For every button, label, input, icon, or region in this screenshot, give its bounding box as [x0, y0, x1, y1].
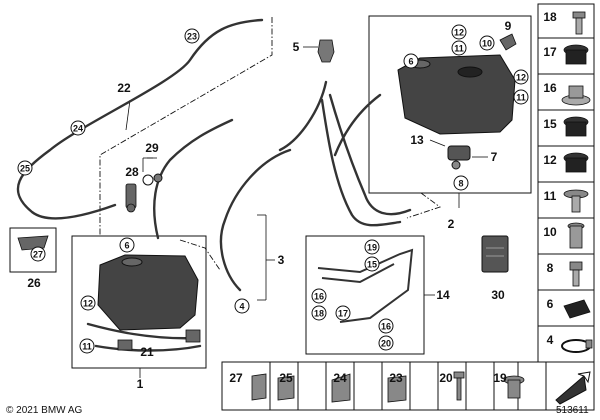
callout-15: 15	[364, 256, 380, 272]
row-label-23: 23	[389, 371, 403, 385]
callout-27: 27	[30, 246, 46, 262]
row-label-25: 25	[279, 371, 293, 385]
rivet-nut-10-icon	[567, 222, 585, 249]
clip-23-row-icon	[387, 375, 407, 403]
callout-18: 18	[311, 305, 327, 321]
callout-19: 19	[364, 239, 380, 255]
frame-parts-row	[221, 361, 547, 411]
callout-6-left: 6	[119, 237, 135, 253]
label-3: 3	[277, 253, 285, 267]
clip-9-shape	[499, 33, 517, 51]
row-label-20: 20	[439, 371, 453, 385]
label-26: 26	[27, 276, 41, 290]
label-2: 2	[447, 217, 455, 231]
frame-tank-assembly-1	[71, 235, 207, 369]
callout-12-right: 12	[513, 69, 529, 85]
callout-24: 24	[70, 120, 86, 136]
clip-24-row-icon	[331, 373, 351, 403]
label-30: 30	[491, 288, 505, 302]
group-callout-leaders	[125, 46, 488, 378]
label-9: 9	[504, 19, 512, 33]
clamp-4-icon	[561, 339, 593, 353]
group-frames	[9, 3, 595, 411]
copyright-text: © 2021 BMW AG	[6, 405, 83, 416]
group-leaders	[99, 17, 441, 271]
control-unit-30-shape	[481, 235, 509, 273]
label-14: 14	[436, 288, 450, 302]
callout-8: 8	[453, 175, 469, 191]
callout-12-right-top: 12	[451, 24, 467, 40]
row-part-icons	[251, 371, 525, 403]
callout-23: 23	[184, 28, 200, 44]
callout-16-bottom: 16	[378, 318, 394, 334]
grommet-17-icon	[563, 44, 589, 65]
column-label-6: 6	[546, 297, 554, 311]
column-label-11: 11	[543, 189, 557, 203]
label-7: 7	[490, 150, 498, 164]
row-label-19: 19	[493, 371, 507, 385]
column-label-16: 16	[543, 81, 557, 95]
column-label-10: 10	[543, 225, 557, 239]
row-label-27: 27	[229, 371, 243, 385]
callout-11-left: 11	[79, 338, 95, 354]
bolt-20-row-icon	[453, 371, 465, 401]
connector-5-shape	[317, 39, 335, 63]
label-21: 21	[140, 345, 154, 359]
tank-2-shape	[397, 54, 516, 135]
callout-12-left: 12	[80, 295, 96, 311]
grommet-15-icon	[563, 116, 589, 137]
seal-29-shape	[142, 173, 163, 186]
pad-6-icon	[563, 299, 591, 319]
label-22: 22	[117, 81, 131, 95]
label-29: 29	[145, 141, 159, 155]
column-label-17: 17	[543, 45, 557, 59]
frame-arrow-tile	[545, 361, 595, 411]
sensor-28-shape	[125, 183, 137, 213]
callout-4: 4	[234, 298, 250, 314]
bolt-18-icon	[572, 11, 586, 35]
bolt-11-icon	[563, 189, 589, 213]
connector-21-shape	[117, 329, 201, 351]
column-part-icons	[561, 11, 593, 353]
label-5: 5	[292, 40, 300, 54]
bolt-8-icon	[569, 261, 583, 287]
callout-11-right-top: 11	[451, 40, 467, 56]
label-1: 1	[136, 377, 144, 391]
nut-16-icon	[561, 85, 591, 106]
column-label-18: 18	[543, 10, 557, 24]
callout-11-right: 11	[513, 89, 529, 105]
callout-16-top: 16	[311, 288, 327, 304]
pump-7-shape	[447, 145, 471, 170]
frame-clip-26	[9, 227, 57, 273]
callout-10: 10	[479, 35, 495, 51]
callout-6-right: 6	[403, 53, 419, 69]
frame-parts-column	[537, 3, 595, 363]
arrow-icon	[555, 371, 591, 405]
callout-20: 20	[378, 335, 394, 351]
group-hoses	[16, 18, 412, 352]
bushing-19-row-icon	[503, 375, 525, 399]
diagram-id: 513611	[556, 405, 589, 416]
column-label-15: 15	[543, 117, 557, 131]
label-13: 13	[410, 133, 424, 147]
clip-25-row-icon	[277, 375, 295, 401]
clip-27-row-icon	[251, 373, 267, 401]
bracket-14-shape	[317, 248, 414, 323]
column-label-4: 4	[546, 333, 554, 347]
callout-17: 17	[335, 305, 351, 321]
column-label-8: 8	[546, 261, 554, 275]
tank-1-shape	[97, 254, 199, 331]
row-label-24: 24	[333, 371, 347, 385]
grommet-12-icon	[563, 152, 589, 173]
column-label-12: 12	[543, 153, 557, 167]
callout-25: 25	[17, 160, 33, 176]
label-28: 28	[125, 165, 139, 179]
